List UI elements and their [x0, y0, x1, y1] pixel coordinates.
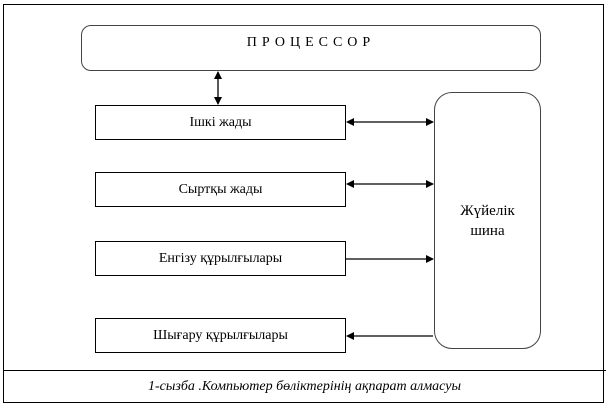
caption-divider	[3, 370, 606, 371]
bus-label-line2: шина	[470, 222, 505, 239]
component-external-memory: Сыртқы жады	[95, 172, 346, 207]
component-label: Сыртқы жады	[178, 181, 263, 197]
component-label: Ішкі жады	[189, 114, 252, 130]
component-label: Енгізу құрылғылары	[158, 250, 283, 266]
processor-label: ПРОЦЕССОР	[246, 35, 376, 50]
system-bus-box: Жүйелік шина	[434, 92, 541, 349]
figure-caption: 1-сызба .Компьютер бөліктерінің ақпарат …	[3, 371, 606, 403]
caption-text: 1-сызба .Компьютер бөліктерінің ақпарат …	[148, 379, 461, 394]
component-label: Шығару құрылғылары	[153, 327, 288, 343]
component-output-devices: Шығару құрылғылары	[95, 318, 346, 353]
processor-box: ПРОЦЕССОР	[81, 25, 541, 71]
component-internal-memory: Ішкі жады	[95, 105, 346, 140]
component-input-devices: Енгізу құрылғылары	[95, 241, 346, 276]
bus-label-line1: Жүйелік	[460, 202, 515, 219]
diagram-frame	[3, 4, 604, 403]
